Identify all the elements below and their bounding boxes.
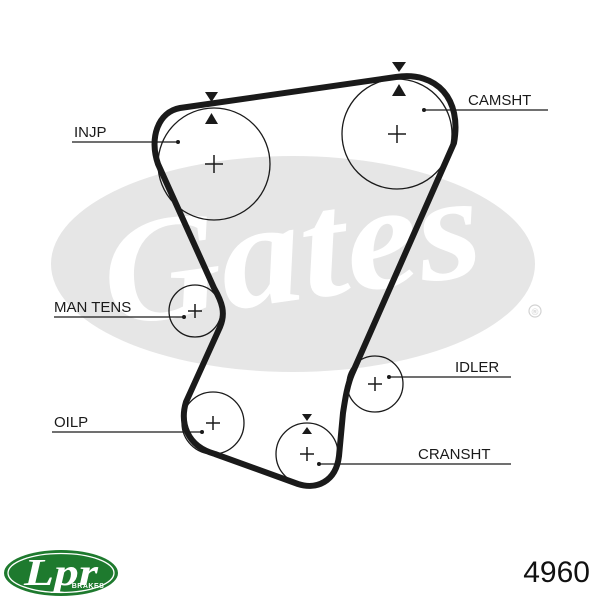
lpr-logo-text: Lpr: [23, 552, 100, 594]
center-cross-oilp: [206, 416, 220, 430]
leader-dot-cransht: [317, 462, 321, 466]
lpr-logo-ellipse: [4, 550, 118, 596]
lpr-logo-subtext: BRAKES: [72, 583, 105, 590]
center-cross-man-tens: [188, 304, 202, 318]
center-cross-camsht: [388, 125, 406, 143]
registered-mark-circle: [528, 304, 542, 318]
center-cross-cransht: [300, 447, 314, 461]
timing-mark-injp-outer: [205, 92, 218, 102]
label-camsht: CAMSHT: [468, 92, 531, 109]
leader-dot-oilp: [200, 430, 204, 434]
label-oilp: OILP: [54, 414, 88, 431]
registered-mark: ®: [531, 308, 540, 318]
timing-belt: [151, 73, 459, 489]
timing-mark-injp-inner: [205, 113, 218, 124]
leader-dot-camsht: [422, 108, 426, 112]
leader-dot-idler: [387, 375, 391, 379]
center-cross-idler: [368, 377, 382, 391]
label-cransht: CRANSHT: [418, 446, 491, 463]
label-idler: IDLER: [455, 359, 499, 376]
pulley-labels: INJP CAMSHT MAN TENS IDLER OILP CRANSHT: [54, 92, 531, 463]
timing-mark-cransht-inner: [302, 427, 312, 434]
timing-mark-camsht-inner: [392, 84, 406, 96]
lpr-logo: Lpr BRAKES: [4, 550, 118, 596]
center-cross-injp: [205, 155, 223, 173]
gates-watermark-ellipse: [51, 156, 535, 372]
leader-dot-injp: [176, 140, 180, 144]
gates-watermark: Gates ®: [51, 142, 542, 372]
leader-lines: [52, 108, 548, 466]
timing-mark-cransht-outer: [302, 414, 312, 421]
timing-marks: [205, 62, 406, 434]
label-man-tens: MAN TENS: [54, 299, 131, 316]
lpr-logo-ring: [7, 552, 115, 594]
label-injp: INJP: [74, 124, 107, 141]
pulley-centers: [188, 125, 406, 461]
part-number: 4960: [523, 556, 590, 589]
timing-mark-camsht-outer: [392, 62, 406, 72]
leader-dot-man-tens: [182, 315, 186, 319]
